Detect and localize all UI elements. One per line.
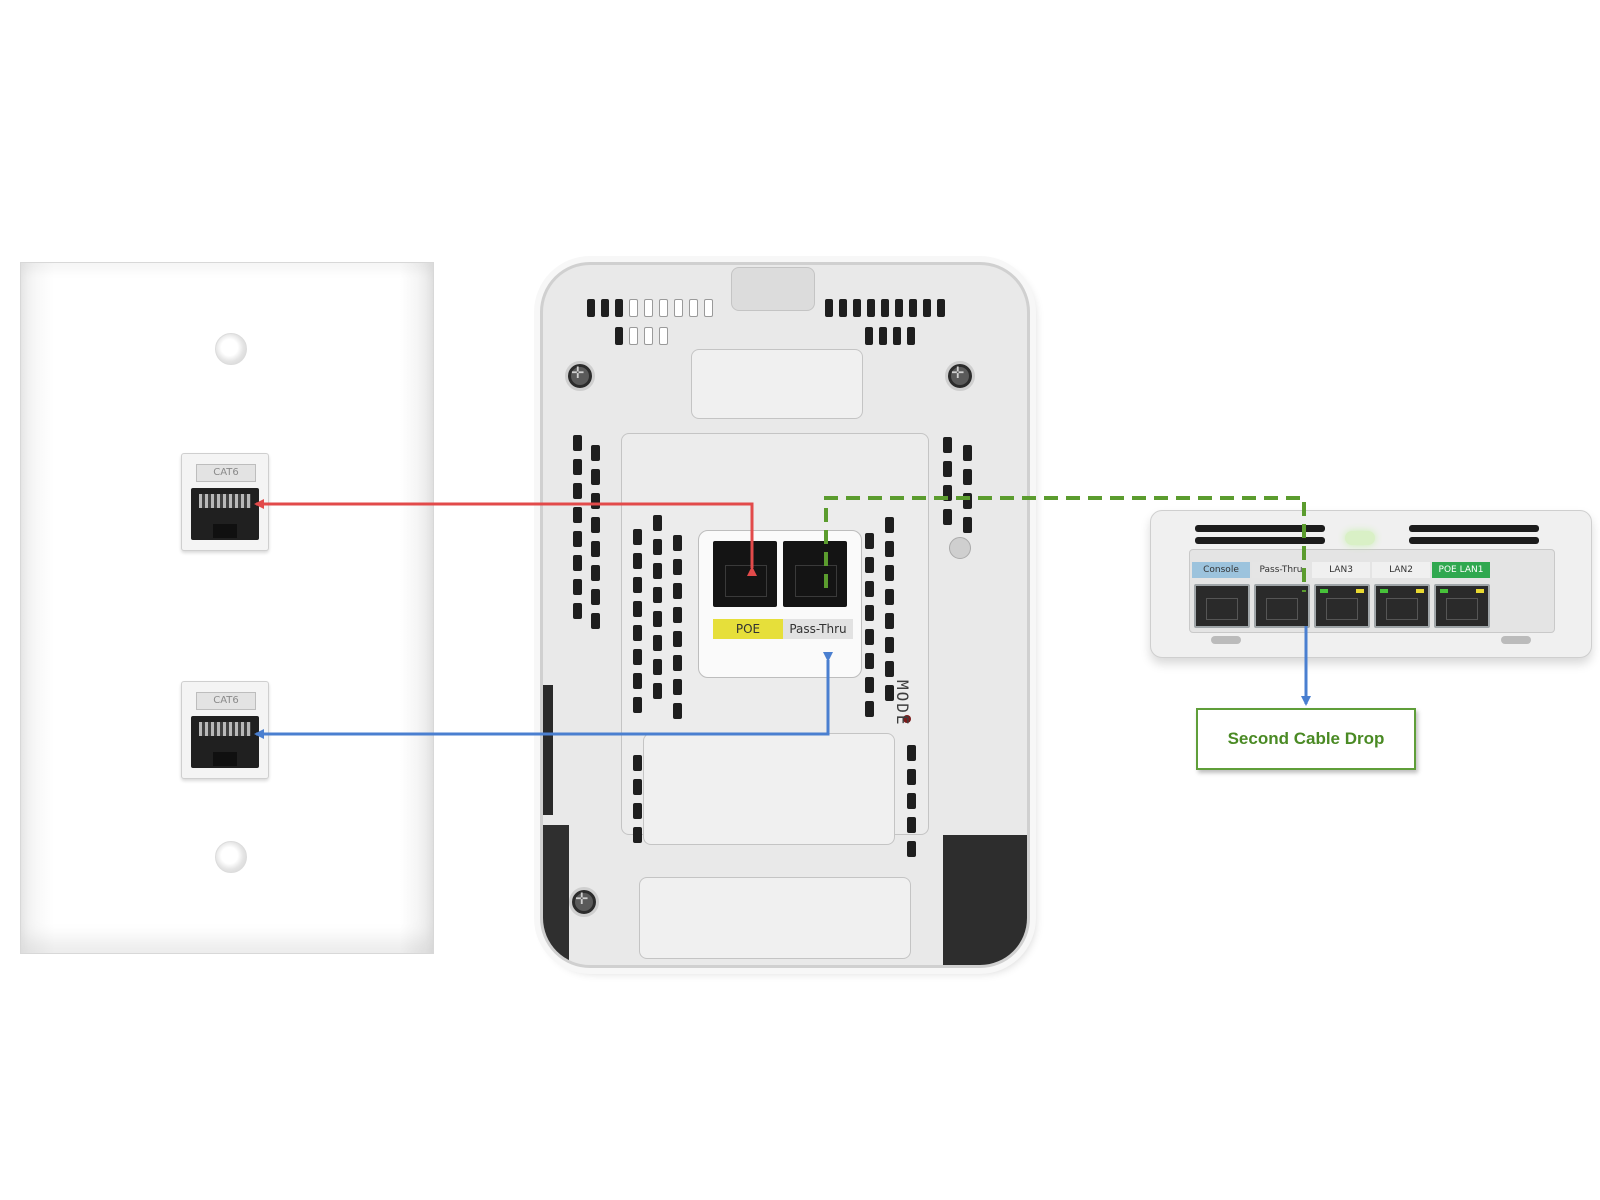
- pass-thru-link-line: [254, 652, 833, 739]
- right-bottom-strip: [943, 835, 1027, 965]
- top-screw-hole: [215, 333, 247, 365]
- top-left-vents: [587, 299, 713, 317]
- upper-panel: [691, 349, 863, 419]
- second-cable-drop-callout: Second Cable Drop: [1196, 708, 1416, 770]
- switch-lan2-port[interactable]: [1374, 584, 1430, 628]
- lower-panel: [643, 733, 895, 845]
- pass-thru-port-label: Pass-Thru: [783, 619, 853, 639]
- bottom-left-screw-icon: [569, 887, 599, 917]
- switch-vent-1: [1195, 525, 1325, 532]
- tab-console: Console: [1192, 562, 1250, 578]
- tab-pass-thru: Pass-Thru: [1252, 562, 1310, 578]
- lower-left-vents: [633, 755, 642, 843]
- switch-status-led: [1345, 531, 1375, 545]
- left-edge-strip: [543, 685, 553, 815]
- inner-right-vents-1: [865, 533, 874, 717]
- top-right-vents: [825, 299, 945, 317]
- second-drop-link-line: [824, 496, 1306, 592]
- tab-lan3: LAN3: [1312, 562, 1370, 578]
- switch-lan3-port[interactable]: [1314, 584, 1370, 628]
- left-bottom-strip: [543, 825, 569, 965]
- switch-poe-lan1-port[interactable]: [1434, 584, 1490, 628]
- switch-console-port[interactable]: [1194, 584, 1250, 628]
- switch-vent-4: [1409, 537, 1539, 544]
- upper-jack-port: [191, 488, 259, 540]
- top-latch: [731, 267, 815, 311]
- switch-vent-2: [1195, 537, 1325, 544]
- top-right-screw-icon: [945, 361, 975, 391]
- lower-right-vents: [907, 745, 916, 857]
- top-left-vents-2: [615, 327, 668, 345]
- right-vents-1: [943, 437, 952, 525]
- switch-vent-3: [1409, 525, 1539, 532]
- poe-link-line: [254, 499, 757, 576]
- switch-pass-thru-port[interactable]: [1254, 584, 1310, 628]
- top-left-screw-icon: [565, 361, 595, 391]
- switch-foot-right: [1501, 636, 1531, 644]
- lower-jack-port: [191, 716, 259, 768]
- switch-foot-left: [1211, 636, 1241, 644]
- bottom-screw-hole: [215, 841, 247, 873]
- mode-led: [903, 715, 911, 723]
- inner-right-vents-2: [885, 517, 894, 701]
- top-right-vents-2: [865, 327, 915, 345]
- poe-port-label: POE: [713, 619, 783, 639]
- right-vents-2: [963, 445, 972, 533]
- pass-thru-port[interactable]: [783, 541, 847, 607]
- tab-poe-lan1: POE LAN1: [1432, 562, 1490, 578]
- upper-jack-label: CAT6: [196, 464, 256, 482]
- bottom-panel: [639, 877, 911, 959]
- tab-lan2: LAN2: [1372, 562, 1430, 578]
- reset-button: [949, 537, 971, 559]
